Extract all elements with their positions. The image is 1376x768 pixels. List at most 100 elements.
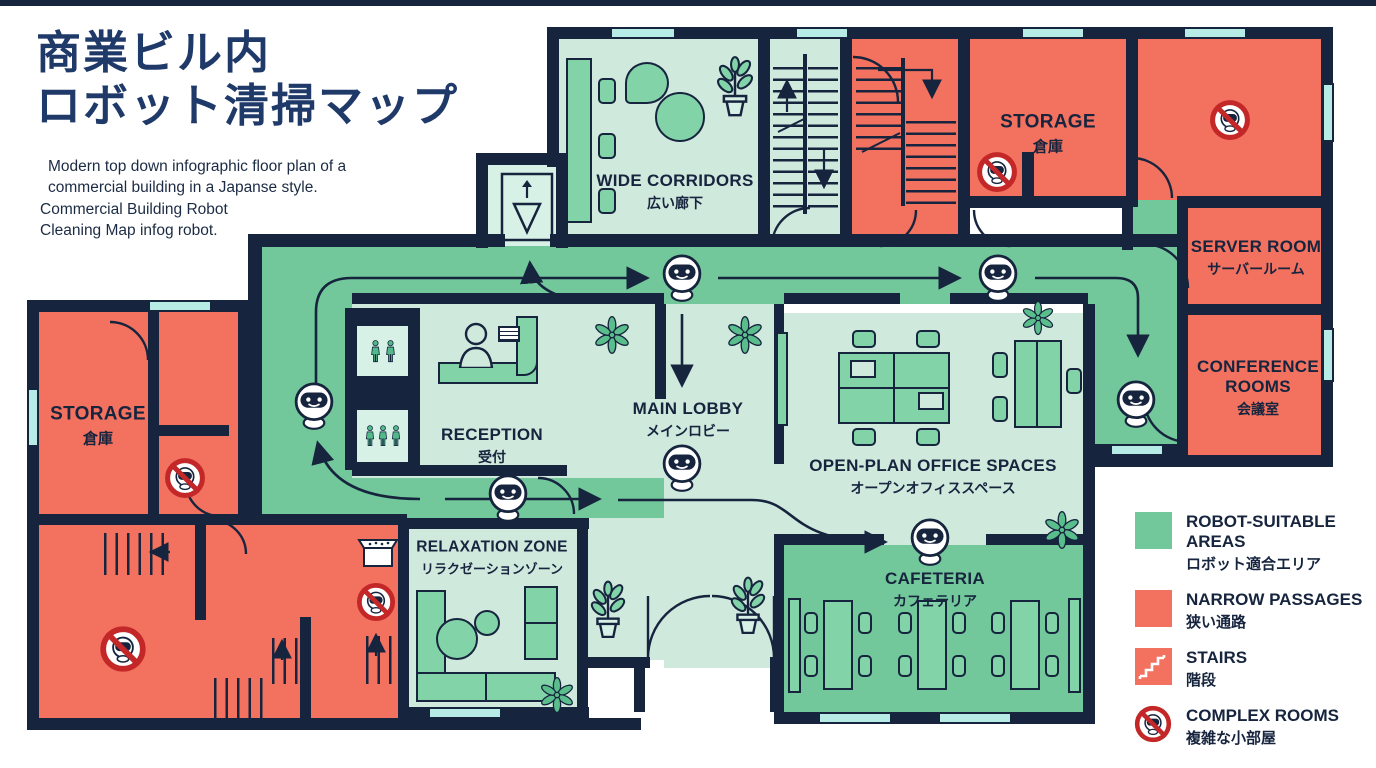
stairs [357, 636, 395, 684]
wall [784, 293, 900, 304]
window [1110, 444, 1164, 456]
chair [992, 396, 1008, 422]
wall [1088, 455, 1333, 467]
window [818, 712, 892, 724]
wall [27, 514, 407, 525]
wall [758, 27, 770, 246]
robot-icon [904, 515, 956, 567]
chair [898, 655, 912, 677]
wall [398, 518, 589, 529]
stair-rail [803, 54, 807, 214]
window [795, 27, 849, 39]
elevator-icon [500, 172, 554, 242]
lounge-chair [625, 62, 669, 104]
stairs [95, 533, 165, 575]
wall [476, 153, 568, 165]
round-table [655, 92, 705, 142]
wall [547, 27, 559, 167]
plant-icon [538, 676, 576, 714]
no-entry-robot-icon [355, 581, 397, 623]
no-entry-robot-icon [1135, 706, 1172, 743]
cafeteria-table [1010, 600, 1040, 690]
wall [1177, 196, 1188, 455]
no-entry-robot-icon [975, 150, 1019, 194]
robot-icon [656, 251, 708, 303]
wall [1083, 304, 1095, 723]
page-title: 商業ビル内ロボット清掃マップ [36, 27, 460, 132]
plant-icon [592, 315, 632, 355]
chair [804, 612, 818, 634]
wall [958, 27, 970, 246]
chair [852, 330, 876, 348]
bench [566, 58, 592, 223]
wall [27, 718, 641, 730]
stair-rail [901, 58, 905, 206]
wall [634, 657, 645, 712]
corridor-lower [262, 476, 664, 518]
stairs [856, 58, 902, 158]
window [27, 388, 39, 447]
laptop-icon [850, 360, 876, 378]
page-subtitle: Modern top down infographic floor plan o… [40, 158, 347, 240]
wall [1122, 196, 1133, 250]
top-border [0, 0, 1376, 6]
plant-icon [714, 55, 756, 121]
cafeteria-table [823, 600, 853, 690]
counter [1068, 598, 1081, 693]
wall [1188, 304, 1333, 315]
window [1322, 83, 1334, 142]
plant-icon [1020, 300, 1056, 336]
chair [598, 78, 616, 104]
chair [598, 188, 616, 214]
wall [582, 657, 650, 668]
desk-divider [840, 387, 948, 389]
chair [952, 612, 966, 634]
chair [804, 655, 818, 677]
chair [992, 352, 1008, 378]
wall [27, 300, 39, 718]
wall [159, 425, 229, 436]
wall [148, 312, 159, 520]
stairs-icon [1135, 648, 1172, 685]
restroom-icon [355, 408, 410, 464]
wall [476, 153, 488, 248]
cabinet-divider [1036, 342, 1038, 426]
window [1183, 27, 1247, 39]
no-entry-robot-icon [98, 624, 148, 674]
wall [238, 300, 254, 525]
wall [252, 234, 505, 247]
stairs [263, 638, 301, 684]
chair [1045, 612, 1059, 634]
plant-icon [588, 578, 628, 644]
round-table [474, 610, 500, 636]
wall [950, 293, 1088, 304]
room-server [1188, 208, 1333, 310]
wall [556, 153, 568, 248]
cabinet [1014, 340, 1062, 428]
wall [550, 234, 1182, 247]
window [1322, 328, 1334, 382]
wall [1126, 27, 1138, 207]
chair [852, 428, 876, 446]
wall [352, 465, 567, 476]
robot-icon [288, 379, 340, 431]
chair [858, 655, 872, 677]
cafeteria-table [917, 600, 947, 690]
receptionist-icon [458, 322, 494, 368]
chair [952, 655, 966, 677]
wall [986, 534, 1088, 545]
window [938, 712, 1012, 724]
robot-icon [482, 471, 534, 523]
printer-icon [918, 392, 944, 410]
